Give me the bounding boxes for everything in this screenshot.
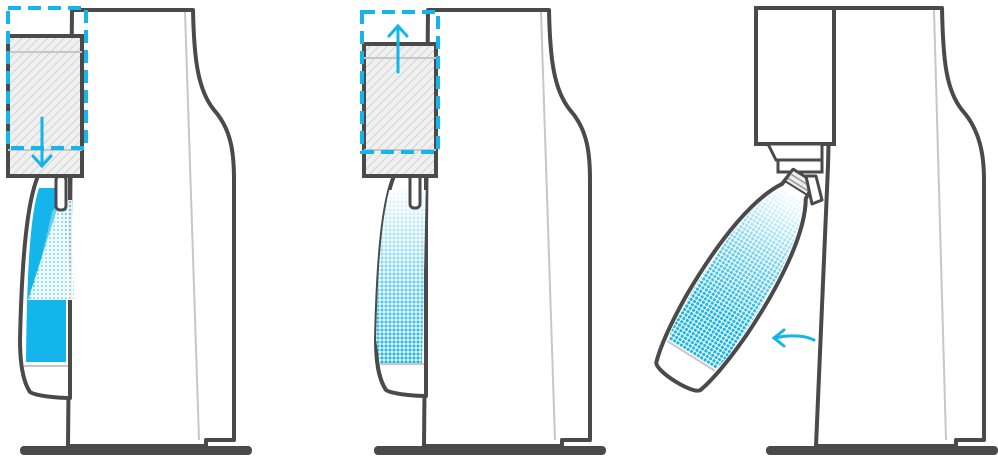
co2-spray <box>28 200 74 300</box>
machine-body <box>422 8 592 448</box>
panel-step-2 <box>360 8 606 455</box>
bottle <box>18 174 74 400</box>
dashed-highlight-box <box>6 6 88 150</box>
base-plate <box>20 446 252 455</box>
body-inner-line <box>933 9 947 441</box>
nozzle <box>804 174 824 206</box>
carbonator-head <box>754 6 836 174</box>
panel-step-3 <box>654 6 998 455</box>
arrow-down-icon <box>31 116 53 169</box>
dashed-highlight-box <box>360 10 440 154</box>
carbonator-head <box>6 6 88 178</box>
nozzle <box>54 174 68 212</box>
base-plate <box>374 446 606 455</box>
body-inner-line <box>540 11 556 441</box>
machine-body <box>66 8 236 448</box>
panel-step-1 <box>6 6 252 455</box>
machine-body <box>814 6 986 448</box>
bottle <box>374 174 428 398</box>
curved-arrow-icon <box>771 328 816 348</box>
base-plate <box>766 446 998 455</box>
carbonator-head <box>360 10 440 178</box>
arrow-up-icon <box>387 23 409 74</box>
body-inner-line <box>184 11 200 441</box>
bottle <box>654 167 816 393</box>
